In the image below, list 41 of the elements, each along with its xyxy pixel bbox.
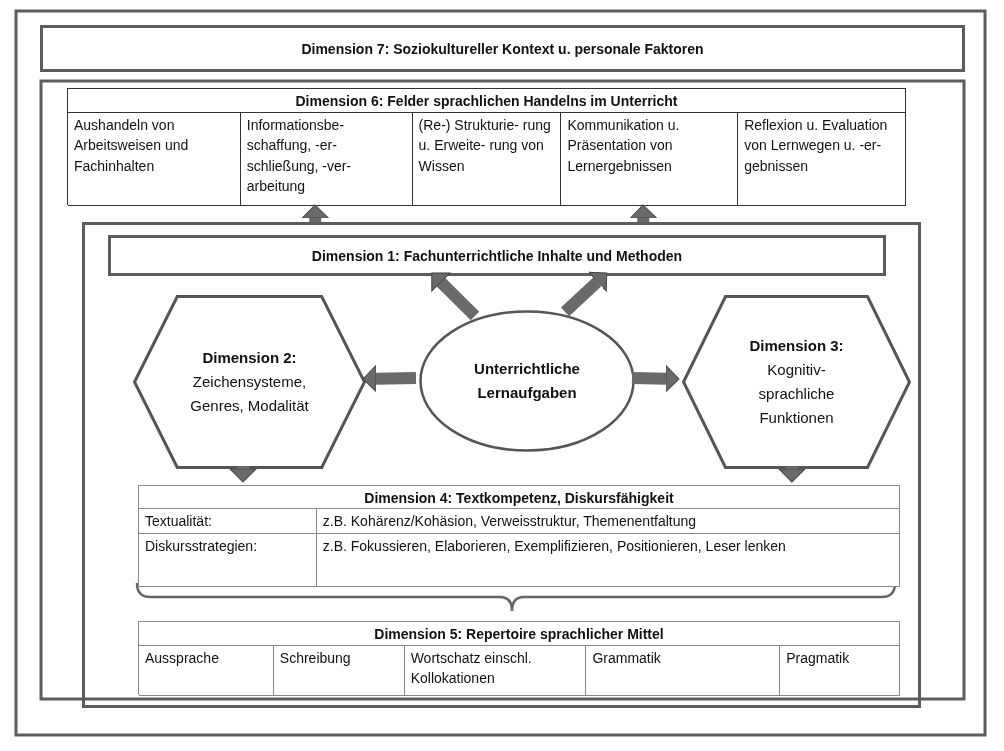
hexagon-node: [682, 295, 911, 469]
table-cell: Schreibung: [273, 646, 405, 696]
table-cell: Pragmatik: [780, 646, 900, 696]
table-cell: z.B. Kohärenz/Kohäsion, Verweisstruktur, Themenentfaltung: [316, 509, 900, 534]
dimension-table: [138, 485, 900, 586]
table-header-cell: Dimension 6: Felder sprachlichen Handelns im Unterricht: [68, 89, 906, 113]
block-arrow: [362, 365, 417, 393]
dimension-box: [40, 25, 965, 72]
table-cell: Informationsbe- schaffung, -er- schließung, -ver- arbeitung: [240, 113, 413, 206]
dimension-table: [138, 621, 900, 695]
ellipse-node: [419, 310, 635, 452]
table-header-cell: Dimension 5: Repertoire sprachlicher Mittel: [139, 622, 900, 646]
dimension-table: [67, 88, 906, 205]
table-cell: Aushandeln von Arbeitsweisen und Fachinhalten: [68, 113, 241, 206]
hexagon-node: [133, 295, 366, 469]
heading-text: Dimension 2:: [202, 348, 297, 368]
table-cell: Wortschatz einschl. Kollokationen: [404, 646, 587, 696]
table-cell: (Re-) Strukturie- rung u. Erweite- rung von Wissen: [412, 113, 562, 206]
dimension-box: [108, 235, 886, 276]
heading-text: Dimension 7: Soziokultureller Kontext u. personale Faktoren: [301, 40, 704, 57]
table-cell: Grammatik: [586, 646, 781, 696]
body-text: Kognitiv- sprachliche Funktionen: [757, 360, 836, 428]
table-cell: Aussprache: [139, 646, 274, 696]
table-cell: Reflexion u. Evaluation von Lernwegen u. -er- gebnissen: [738, 113, 906, 206]
table-cell: z.B. Fokussieren, Elaborieren, Exemplifizieren, Positionieren, Leser lenken: [316, 534, 900, 587]
block-arrow: [560, 271, 608, 317]
block-arrow: [229, 465, 257, 483]
block-arrow: [301, 204, 329, 223]
frame-box: [82, 222, 921, 708]
table-cell: Textualität:: [139, 509, 317, 534]
block-arrow: [778, 465, 806, 483]
heading-text: Dimension 3:: [749, 336, 844, 356]
table-cell: Kommunikation u. Präsentation von Lernergebnissen: [561, 113, 739, 206]
block-arrow: [631, 365, 680, 393]
heading-text: Unterrichtliche Lernaufgaben: [473, 359, 581, 403]
block-arrow: [431, 272, 480, 321]
table-header-cell: Dimension 4: Textkompetenz, Diskursfähigkeit: [139, 486, 900, 509]
block-arrow: [629, 204, 657, 223]
body-text: Zeichensysteme, Genres, Modalität: [189, 372, 310, 416]
table-cell: Diskursstrategien:: [139, 534, 317, 587]
heading-text: Dimension 1: Fachunterrichtliche Inhalte und Methoden: [311, 247, 683, 264]
